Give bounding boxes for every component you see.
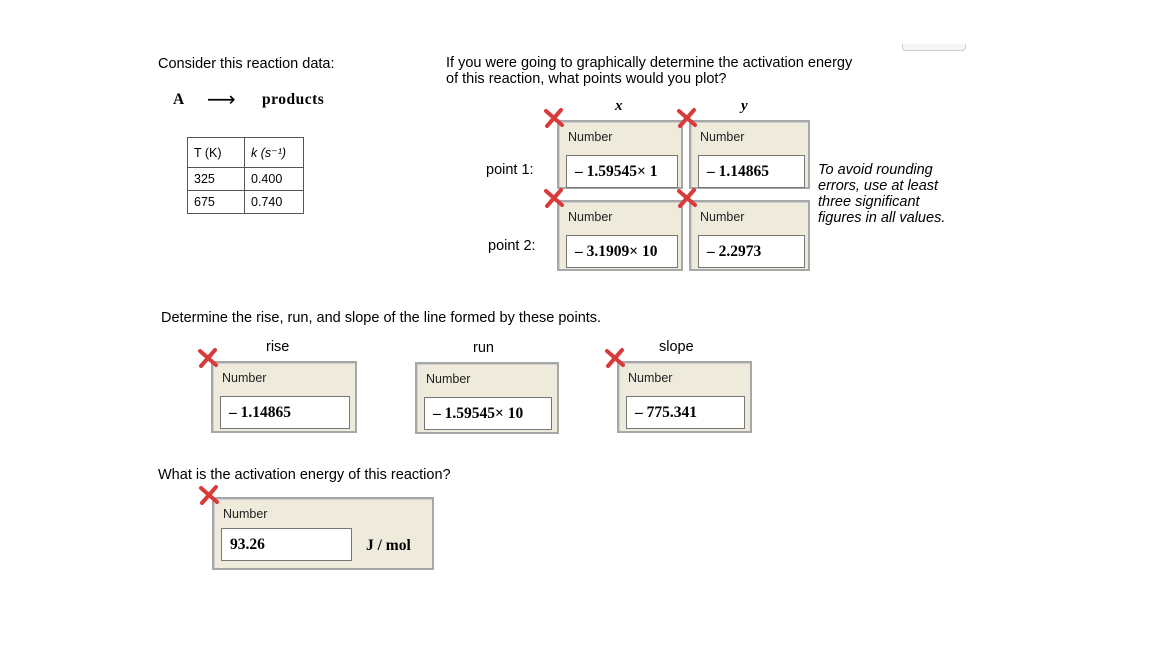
energy-question-text: What is the activation energy of this re… (158, 467, 451, 483)
y-column-header: y (741, 98, 748, 114)
rise-box: Number – 1.14865 (211, 361, 357, 433)
incorrect-mark-icon (604, 347, 626, 369)
table-row: 325 0.400 (187, 167, 304, 191)
point2-x-box: Number – 3.1909× 10 (557, 200, 683, 271)
run-input[interactable]: – 1.59545× 10 (424, 397, 552, 430)
energy-unit: J / mol (366, 537, 411, 554)
top-tab-edge (902, 44, 966, 51)
slope-question-text: Determine the rise, run, and slope of th… (161, 310, 602, 326)
point2-x-input[interactable]: – 3.1909× 10 (566, 235, 678, 268)
rise-input[interactable]: – 1.14865 (220, 396, 350, 429)
reactant: A (173, 91, 185, 108)
point2-y-box: Number – 2.2973 (689, 200, 810, 271)
plot-question-line1: If you were going to graphically determi… (446, 55, 853, 71)
point2-label: point 2: (488, 238, 536, 254)
incorrect-mark-icon (676, 107, 698, 129)
point1-y-box: Number – 1.14865 (689, 120, 810, 189)
run-box: Number – 1.59545× 10 (415, 362, 559, 434)
slope-box: Number – 775.341 (617, 361, 752, 433)
product: products (262, 91, 325, 108)
x-column-header: x (615, 98, 623, 114)
table-header-rate-constant: k (s⁻¹) (244, 137, 304, 168)
point1-x-box: Number – 1.59545× 1 (557, 120, 683, 189)
energy-input[interactable]: 93.26 (221, 528, 352, 561)
energy-box: Number 93.26 J / mol (212, 497, 434, 570)
point2-y-input[interactable]: – 2.2973 (698, 235, 805, 268)
table-row: 675 0.740 (187, 190, 304, 214)
incorrect-mark-icon (543, 107, 565, 129)
incorrect-mark-icon (543, 187, 565, 209)
point1-y-input[interactable]: – 1.14865 (698, 155, 805, 188)
slope-label: slope (659, 339, 694, 355)
rise-label: rise (266, 339, 290, 355)
point1-x-input[interactable]: – 1.59545× 1 (566, 155, 678, 188)
run-label: run (473, 340, 494, 356)
rounding-hint: To avoid rounding errors, use at least t… (818, 162, 946, 226)
reaction-heading: Consider this reaction data: (158, 56, 335, 72)
slope-input[interactable]: – 775.341 (626, 396, 745, 429)
reaction-data-table: T (K) k (s⁻¹) 325 0.400 675 0.740 (187, 137, 304, 214)
plot-question-line2: of this reaction, what points would you … (446, 71, 727, 87)
incorrect-mark-icon (197, 347, 219, 369)
point1-label: point 1: (486, 162, 534, 178)
incorrect-mark-icon (676, 187, 698, 209)
incorrect-mark-icon (198, 484, 220, 506)
reaction-arrow: ⟶ (207, 89, 236, 111)
table-header-temperature: T (K) (187, 137, 245, 168)
